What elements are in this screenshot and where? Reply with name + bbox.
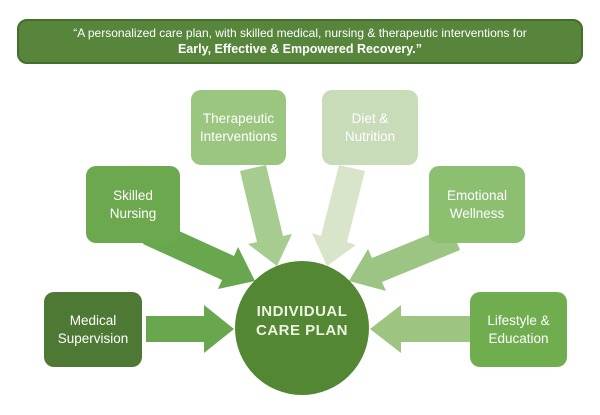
node-emotional-wellness: Emotional Wellness (429, 166, 525, 243)
quote-banner-line2: Early, Effective & Empowered Recovery.” (177, 42, 423, 57)
arrow-medical-supervision-icon (146, 305, 234, 353)
node-skilled-nursing: Skilled Nursing (86, 166, 180, 243)
arrow-emotional-wellness-icon (349, 226, 460, 291)
node-diet-nutrition: Diet & Nutrition (322, 90, 418, 165)
arrow-lifestyle-education-icon (370, 305, 471, 353)
quote-banner-line1: “A personalized care plan, with skilled … (73, 25, 527, 40)
individual-care-plan-circle: INDIVIDUAL CARE PLAN (235, 261, 369, 395)
quote-banner: “A personalized care plan, with skilled … (17, 19, 583, 64)
node-therapeutic-interventions: Therapeutic Interventions (191, 90, 286, 165)
arrow-diet-nutrition-icon (312, 165, 365, 266)
arrow-therapeutic-interventions-icon (240, 165, 292, 266)
node-lifestyle-education: Lifestyle & Education (470, 292, 567, 367)
node-medical-supervision: Medical Supervision (44, 292, 142, 367)
